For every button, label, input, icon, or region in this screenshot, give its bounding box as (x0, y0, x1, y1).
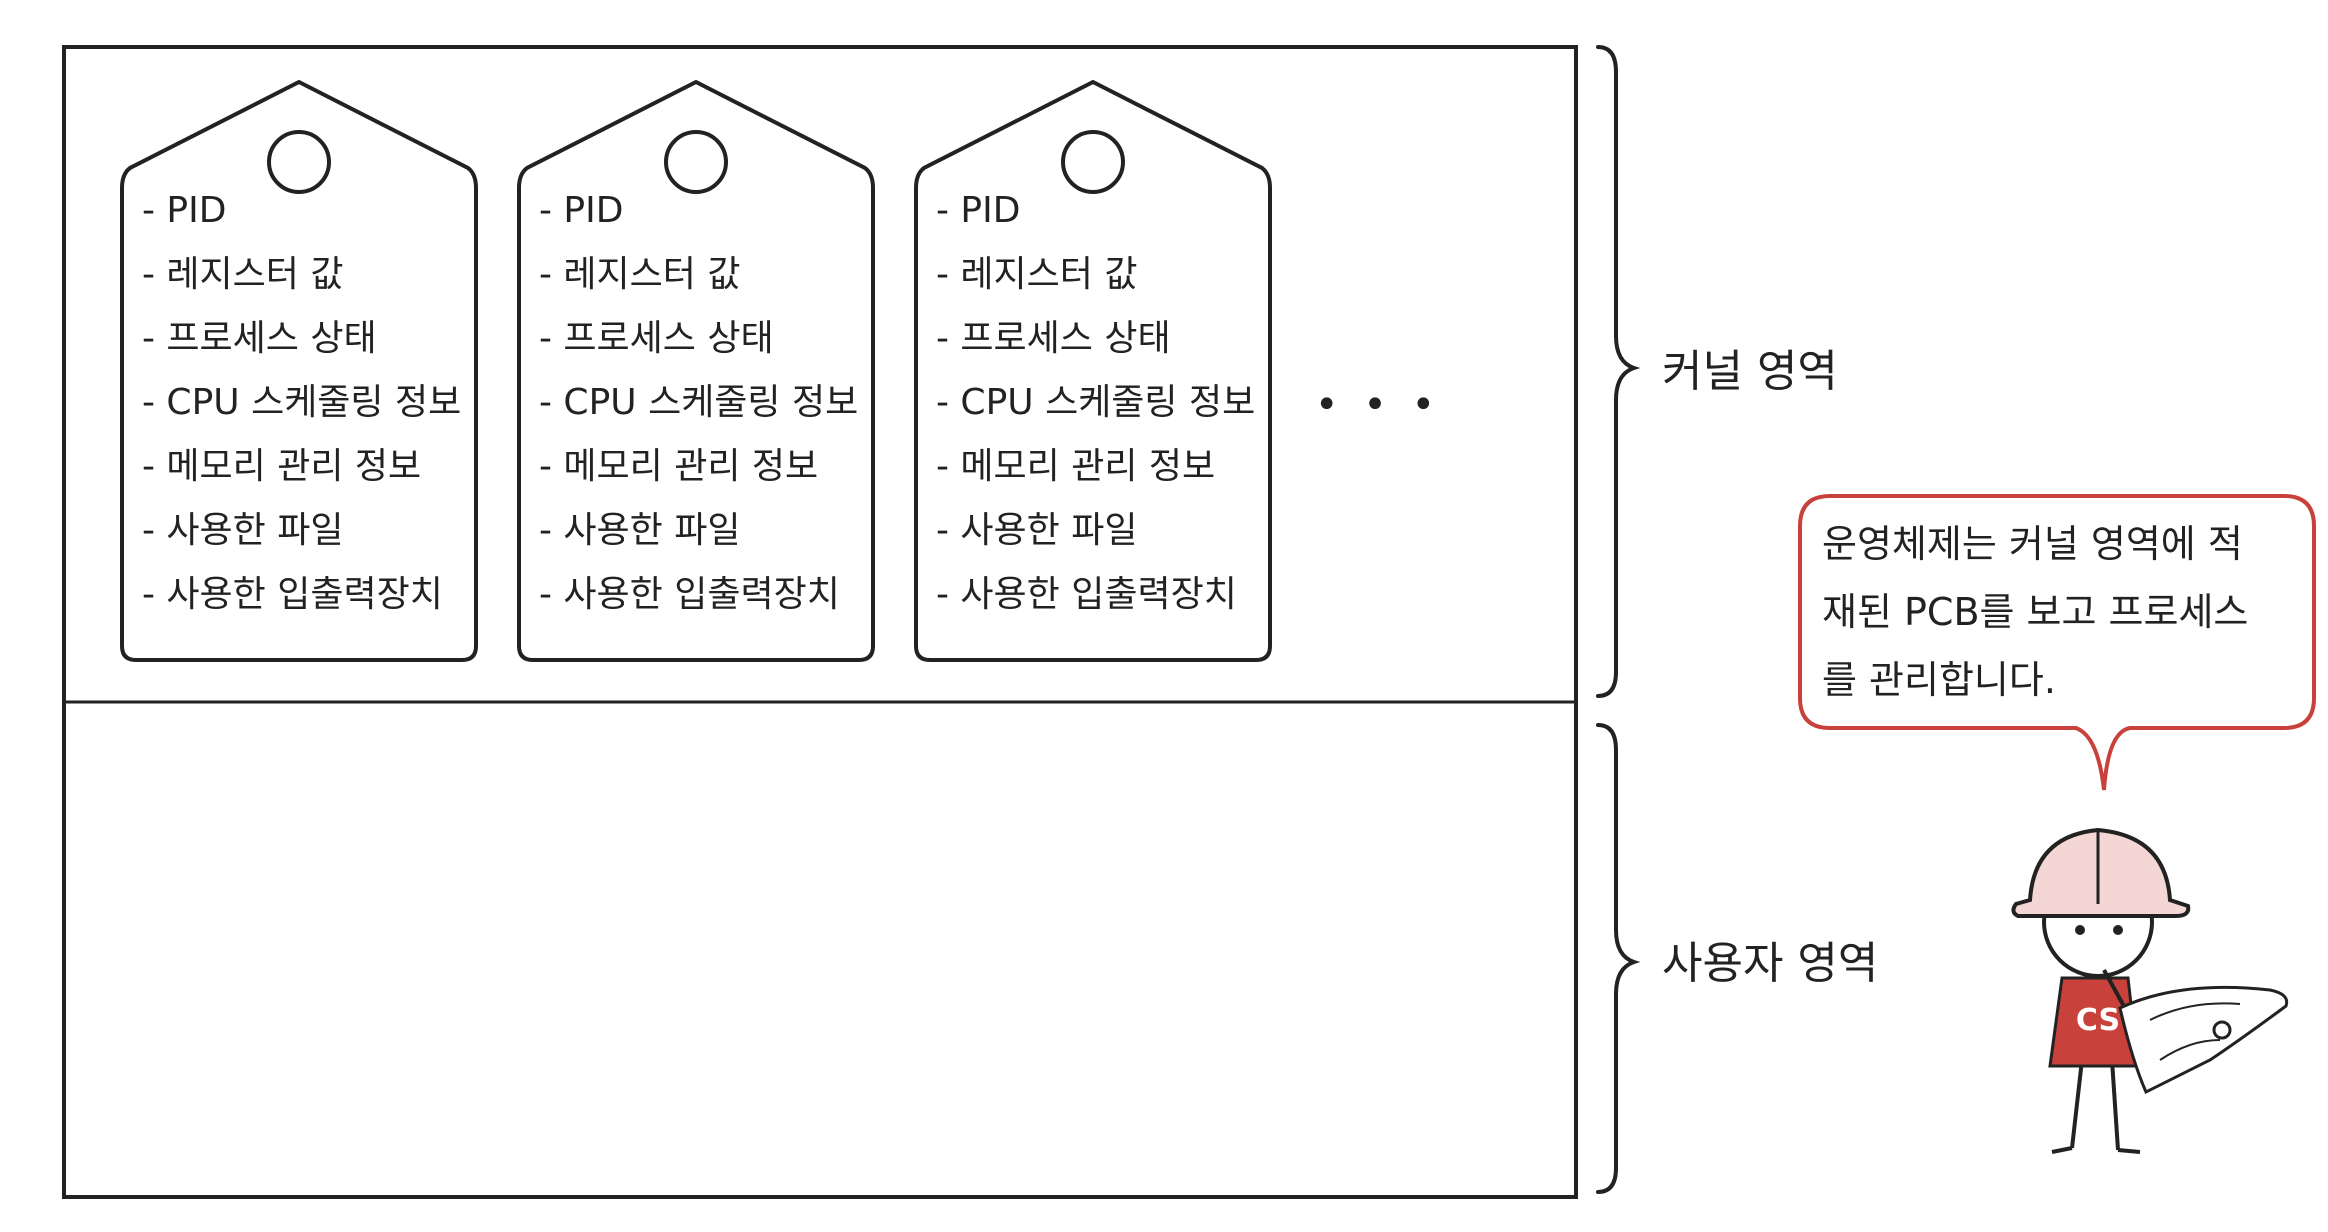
engineer-character: CS (2011, 827, 2289, 1154)
pcb-field-label: - 프로세스 상태 (936, 318, 1171, 359)
pcb-field-label: - PID (142, 190, 226, 231)
pcb-field-label: - 프로세스 상태 (142, 318, 377, 359)
pcb-field-label: - PID (539, 190, 623, 231)
pcb-field-label: - 메모리 관리 정보 (936, 446, 1215, 487)
kernel-region-label: 커널 영역 (1662, 346, 1838, 397)
pcb-tag-outline (517, 79, 875, 662)
speech-bubble-text: 운영체제는 커널 영역에 적 재된 PCB를 보고 프로세스 를 관리합니다. (1822, 510, 2302, 714)
memory-outer-box (62, 45, 1578, 1199)
pcb-tag: - PID - 레지스터 값 - 프로세스 상태 - CPU 스케줄링 정보 - 메모리… (120, 79, 478, 662)
speech-bubble-line: 운영체제는 커널 영역에 적 (1822, 522, 2243, 566)
pcb-field-label: - 사용한 입출력장치 (936, 574, 1237, 615)
speech-bubble (1798, 494, 2316, 791)
more-tags-ellipsis: • • • (1315, 382, 1441, 428)
pcb-field-label: - CPU 스케줄링 정보 (936, 382, 1255, 423)
pcb-tag: - PID - 레지스터 값 - 프로세스 상태 - CPU 스케줄링 정보 - 메모리… (517, 79, 875, 662)
pcb-tag-outline (120, 79, 478, 662)
pcb-field-label: - 메모리 관리 정보 (539, 446, 818, 487)
character-badge: CS (2076, 1003, 2120, 1038)
user-region-label: 사용자 영역 (1662, 938, 1878, 989)
hard-hat-icon (2011, 827, 2191, 918)
pcb-tag: - PID - 레지스터 값 - 프로세스 상태 - CPU 스케줄링 정보 - 메모리… (914, 79, 1272, 662)
pcb-field-label: - CPU 스케줄링 정보 (539, 382, 858, 423)
pcb-field-label: - 레지스터 값 (539, 254, 740, 295)
pcb-tags: - PID - 레지스터 값 - 프로세스 상태 - CPU 스케줄링 정보 - 메모리… (120, 79, 1272, 662)
pcb-field-label: - 사용한 파일 (936, 510, 1137, 551)
pcb-tag-outline (914, 79, 1272, 662)
pcb-field-label: - 레지스터 값 (142, 254, 343, 295)
pcb-field-label: - 사용한 파일 (142, 510, 343, 551)
speech-bubble-line: 를 관리합니다. (1822, 658, 2056, 702)
pcb-field-label: - CPU 스케줄링 정보 (142, 382, 461, 423)
pcb-tag-hole (1061, 130, 1125, 194)
pcb-field-label: - 레지스터 값 (936, 254, 1137, 295)
pcb-field-label: - 사용한 입출력장치 (142, 574, 443, 615)
pcb-field-label: - 사용한 입출력장치 (539, 574, 840, 615)
pcb-field-label: - 사용한 파일 (539, 510, 740, 551)
speech-bubble-line: 재된 PCB를 보고 프로세스 (1822, 590, 2249, 634)
pcb-field-label: - 메모리 관리 정보 (142, 446, 421, 487)
pcb-field-label: - 프로세스 상태 (539, 318, 774, 359)
blueprint-paper-icon (2118, 985, 2289, 1095)
kernel-region-brace (1596, 45, 1641, 698)
pcb-tag-hole (267, 130, 331, 194)
user-region-brace (1596, 723, 1641, 1194)
pcb-tag-hole (664, 130, 728, 194)
pcb-field-label: - PID (936, 190, 1020, 231)
